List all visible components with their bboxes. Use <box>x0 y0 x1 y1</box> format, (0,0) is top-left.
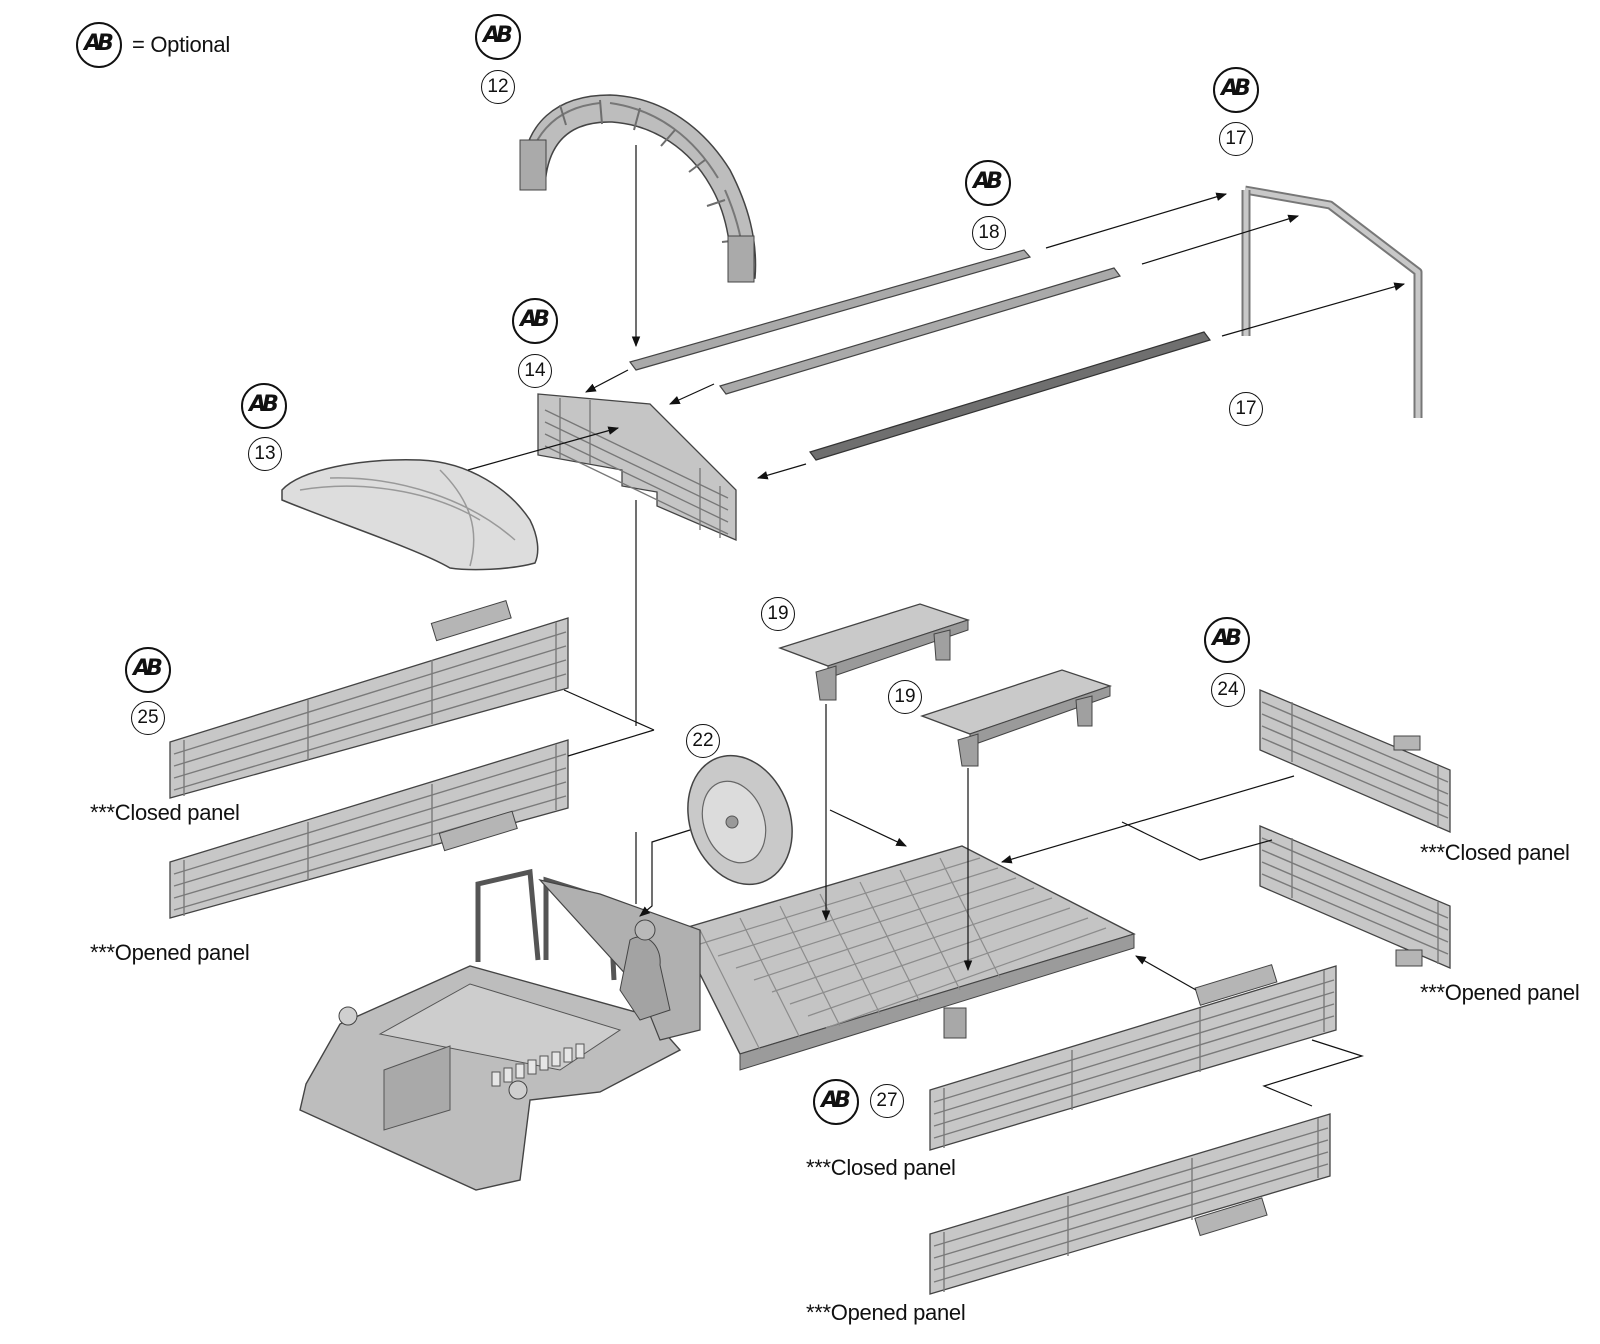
part-24-right-closed-panel <box>1259 689 1451 833</box>
panel-label-left-opened: ***Opened panel <box>90 940 250 965</box>
part-22-spare-wheel <box>687 754 793 886</box>
part-12-covered-bow <box>519 94 757 283</box>
panel-label-left-closed: ***Closed panel <box>90 800 240 825</box>
part-14-front-wall <box>537 393 737 541</box>
part-19-bench-2 <box>920 669 1113 767</box>
legend-text: = Optional <box>132 32 230 57</box>
optional-badge-icon: AB <box>241 383 287 429</box>
part-callout-19: 19 <box>761 597 795 631</box>
part-19-bench-1 <box>778 603 971 701</box>
part-25-left-opened-panel <box>169 739 569 919</box>
truck-cargo-bed <box>677 845 1136 1071</box>
truck-cab <box>299 868 701 1191</box>
optional-badge-icon: AB <box>125 647 171 693</box>
assembly-arrows <box>467 145 1406 1107</box>
optional-badge-icon: AB <box>76 22 122 68</box>
optional-badge-icon: AB <box>1204 617 1250 663</box>
part-callout-12: 12 <box>481 70 515 104</box>
panel-label-right-closed: ***Closed panel <box>1420 840 1570 865</box>
part-13-tarp <box>281 459 539 571</box>
optional-badge-icon: AB <box>1213 67 1259 113</box>
part-27-front-closed-panel <box>929 964 1337 1151</box>
part-17-frame <box>1241 185 1423 418</box>
panel-label-right-opened: ***Opened panel <box>1420 980 1580 1005</box>
optional-badge-icon: AB <box>512 298 558 344</box>
part-callout-18: 18 <box>972 216 1006 250</box>
optional-badge-icon: AB <box>965 160 1011 206</box>
part-27-front-opened-panel <box>929 1113 1331 1295</box>
part-callout-25: 25 <box>131 701 165 735</box>
part-24-right-opened-panel <box>1259 825 1451 969</box>
panel-label-front-closed: ***Closed panel <box>806 1155 956 1180</box>
part-callout-24: 24 <box>1211 673 1245 707</box>
part-callout-17: 17 <box>1219 122 1253 156</box>
part-callout-17: 17 <box>1229 392 1263 426</box>
optional-badge-icon: AB <box>813 1079 859 1125</box>
panel-label-front-opened: ***Opened panel <box>806 1300 966 1325</box>
part-callout-27: 27 <box>870 1084 904 1118</box>
part-25-left-closed-panel <box>169 600 569 799</box>
part-callout-19: 19 <box>888 680 922 714</box>
optional-badge-icon: AB <box>475 14 521 60</box>
part-callout-13: 13 <box>248 437 282 471</box>
part-callout-22: 22 <box>686 724 720 758</box>
part-18-rails <box>628 249 1211 461</box>
part-callout-14: 14 <box>518 354 552 388</box>
